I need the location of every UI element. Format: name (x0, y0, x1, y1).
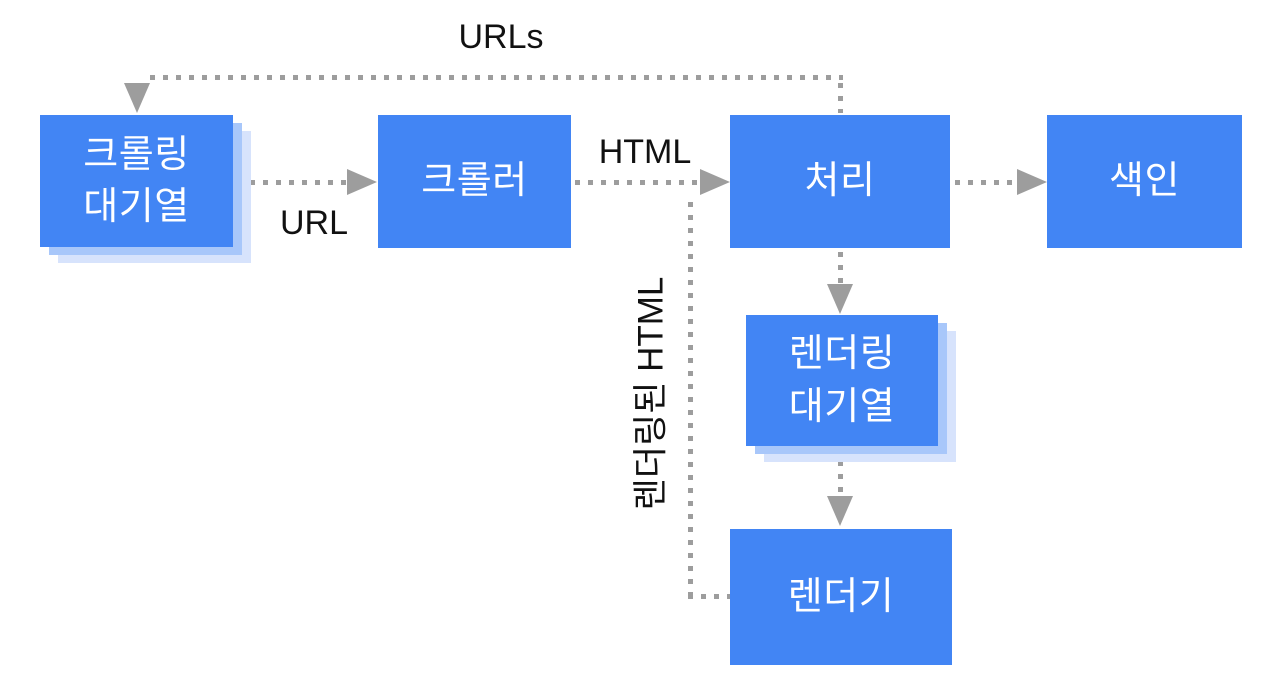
edge-rendered-html-vertical-line (688, 202, 693, 599)
node-renderer: 렌더기 (730, 529, 952, 665)
node-crawler-label: 크롤러 (421, 160, 528, 203)
edge-rendered-html-horizontal-line (688, 594, 730, 599)
edge-html-line (575, 180, 700, 185)
edge-label-url: URL (279, 204, 349, 242)
edge-urls-right-drop (838, 83, 843, 113)
node-processing-label: 처리 (804, 160, 876, 203)
node-index-label: 색인 (1109, 160, 1180, 203)
edge-renderqueue-renderer-line (838, 448, 843, 496)
node-render-queue: 렌더링 대기열 (746, 315, 938, 446)
node-crawl-queue-label: 크롤링 대기열 (83, 133, 190, 228)
arrowhead-right-icon (347, 169, 377, 195)
arrowhead-down-icon (827, 284, 853, 314)
edge-label-html: HTML (598, 133, 692, 171)
edge-label-rendered-html: 렌더링된 HTML (631, 276, 671, 511)
node-crawler: 크롤러 (378, 115, 571, 248)
node-processing: 처리 (730, 115, 950, 248)
arrowhead-down-icon (124, 83, 150, 113)
node-render-queue-label: 렌더링 대기열 (788, 333, 896, 428)
edge-label-urls: URLs (458, 18, 544, 56)
arrowhead-down-icon (827, 496, 853, 526)
edge-url-line (237, 180, 347, 185)
node-renderer-label: 렌더기 (787, 575, 895, 618)
arrowhead-right-icon (700, 169, 730, 195)
arrowhead-right-icon (1017, 169, 1047, 195)
node-crawl-queue: 크롤링 대기열 (40, 115, 233, 247)
node-index: 색인 (1047, 115, 1242, 248)
edge-processing-renderqueue-line (838, 252, 843, 284)
edge-urls-top-line (150, 75, 843, 80)
edge-processing-index-line (955, 180, 1017, 185)
